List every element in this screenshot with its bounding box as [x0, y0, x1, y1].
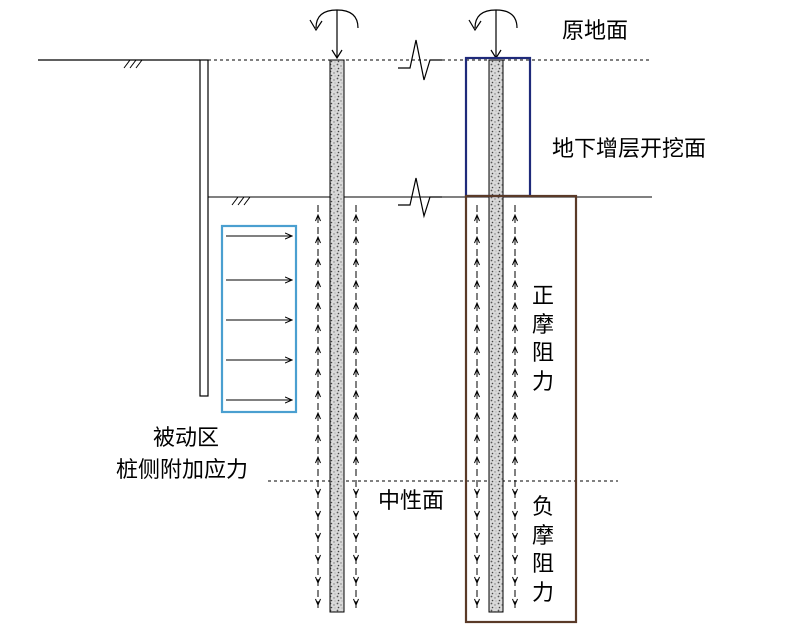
- rotation-arrow-icon: [468, 9, 518, 60]
- ground-hatch-icon: [120, 59, 146, 69]
- rotation-arrow-icon: [309, 9, 359, 60]
- friction-arrow-down: [512, 598, 518, 607]
- friction-arrow-up: [512, 213, 518, 222]
- break-symbol-icon: [398, 177, 442, 219]
- friction-arrow-up: [474, 345, 480, 354]
- friction-arrow-down: [315, 598, 321, 607]
- friction-arrow-down: [353, 598, 359, 607]
- friction-arrow-down: [474, 598, 480, 607]
- friction-arrow-up: [512, 235, 518, 244]
- friction-arrow-down: [474, 532, 480, 541]
- retaining-wall: [199, 59, 209, 397]
- pile-right: [488, 59, 504, 613]
- friction-arrow-up: [474, 301, 480, 310]
- friction-arrow-up: [353, 411, 359, 420]
- friction-arrow-up: [474, 323, 480, 332]
- friction-arrow-up: [315, 345, 321, 354]
- friction-arrow-up: [474, 235, 480, 244]
- friction-arrow-up: [315, 301, 321, 310]
- friction-arrow-up: [474, 411, 480, 420]
- friction-arrow-up: [512, 257, 518, 266]
- friction-arrow-up: [512, 323, 518, 332]
- break-symbol-icon: [398, 39, 442, 81]
- neutral-plane-label: 中性面: [378, 489, 445, 514]
- friction-arrow-up: [512, 411, 518, 420]
- friction-arrow-up: [353, 433, 359, 442]
- friction-arrow-up: [315, 433, 321, 442]
- friction-arrow-down: [353, 510, 359, 519]
- friction-arrow-up: [474, 257, 480, 266]
- friction-arrow-up: [315, 213, 321, 222]
- friction-arrow-up: [353, 389, 359, 398]
- friction-arrow-down: [315, 576, 321, 585]
- friction-arrow-up: [474, 367, 480, 376]
- friction-arrow-up: [512, 455, 518, 464]
- friction-arrow-up: [474, 279, 480, 288]
- friction-arrow-up: [474, 433, 480, 442]
- friction-arrow-down: [315, 510, 321, 519]
- friction-arrow-up: [474, 213, 480, 222]
- friction-arrow-down: [474, 576, 480, 585]
- friction-arrow-up: [353, 213, 359, 222]
- friction-arrow-down: [512, 576, 518, 585]
- friction-arrow-up: [353, 257, 359, 266]
- friction-arrow-down: [512, 554, 518, 563]
- friction-arrow-up: [315, 323, 321, 332]
- friction-arrow-up: [474, 455, 480, 464]
- friction-arrow-down: [353, 554, 359, 563]
- friction-arrow-up: [353, 235, 359, 244]
- passive-stress-arrows: [226, 236, 292, 400]
- passive-zone-box: [220, 224, 298, 414]
- friction-arrow-up: [512, 367, 518, 376]
- friction-arrow-down: [315, 488, 321, 497]
- friction-zone-box: [464, 194, 578, 624]
- friction-arrows-left-pile: [315, 205, 359, 612]
- passive-zone-label-line2: 桩侧附加应力: [116, 458, 249, 483]
- friction-arrow-down: [512, 488, 518, 497]
- friction-arrow-up: [512, 345, 518, 354]
- friction-arrow-up: [315, 235, 321, 244]
- original-ground-label: 原地面: [562, 19, 629, 44]
- friction-arrow-up: [315, 257, 321, 266]
- friction-arrow-up: [315, 455, 321, 464]
- pile-left: [329, 59, 345, 613]
- ground-hatch-icon: [228, 196, 254, 206]
- friction-arrow-down: [353, 488, 359, 497]
- friction-arrow-up: [315, 279, 321, 288]
- friction-arrow-down: [315, 532, 321, 541]
- friction-arrow-down: [353, 576, 359, 585]
- friction-arrow-down: [315, 554, 321, 563]
- friction-arrow-up: [315, 389, 321, 398]
- friction-arrow-up: [315, 411, 321, 420]
- friction-arrow-up: [512, 433, 518, 442]
- friction-arrow-down: [512, 510, 518, 519]
- friction-arrow-up: [353, 323, 359, 332]
- friction-arrow-up: [315, 367, 321, 376]
- friction-arrow-down: [474, 488, 480, 497]
- friction-arrow-up: [474, 389, 480, 398]
- friction-arrow-up: [512, 389, 518, 398]
- friction-arrow-down: [353, 532, 359, 541]
- friction-arrow-up: [512, 279, 518, 288]
- positive-friction-label: 正摩阻力: [531, 284, 554, 395]
- friction-arrow-down: [474, 554, 480, 563]
- friction-arrow-down: [474, 510, 480, 519]
- friction-arrow-up: [353, 367, 359, 376]
- friction-arrow-up: [353, 301, 359, 310]
- passive-zone-label-line1: 被动区: [152, 426, 219, 451]
- negative-friction-label: 负摩阻力: [531, 495, 554, 606]
- friction-arrows-right-pile: [474, 205, 518, 612]
- friction-arrow-down: [512, 532, 518, 541]
- excavation-surface-label: 地下增层开挖面: [552, 137, 707, 162]
- friction-arrow-up: [353, 455, 359, 464]
- friction-arrow-up: [353, 279, 359, 288]
- friction-arrow-up: [353, 345, 359, 354]
- friction-arrow-up: [512, 301, 518, 310]
